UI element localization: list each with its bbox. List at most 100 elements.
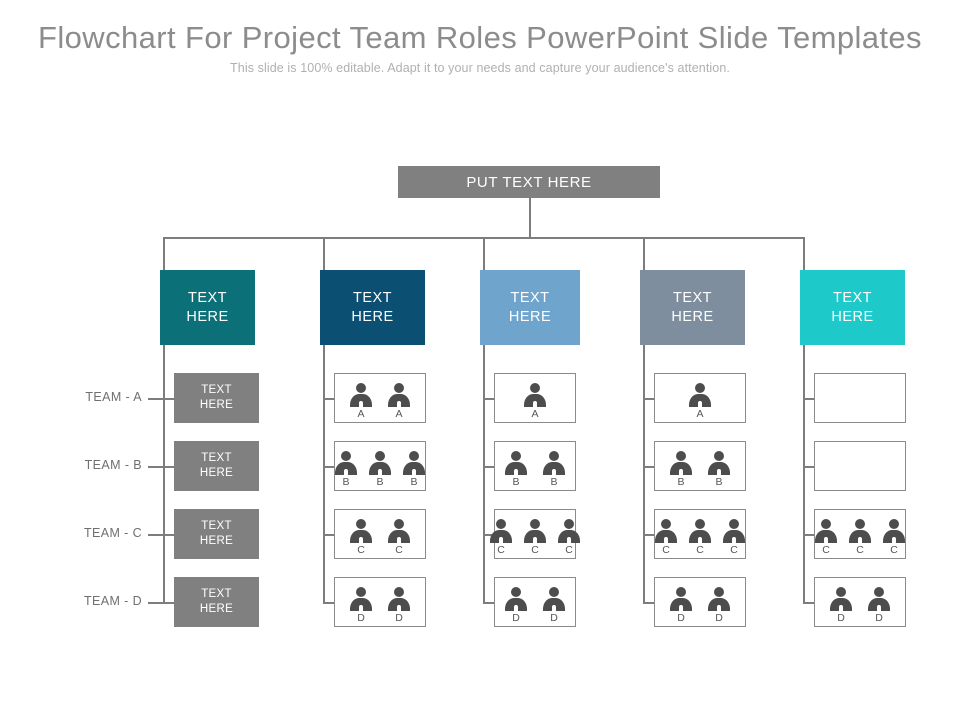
- person-label: B: [550, 476, 558, 488]
- person-label: D: [715, 612, 723, 624]
- person-glyph-icon: [668, 450, 694, 476]
- person-icon: B: [539, 450, 569, 488]
- team-stub-4: [148, 602, 163, 604]
- row-stub-3-2: [483, 466, 494, 468]
- row-stub-5-4: [803, 602, 814, 604]
- person-glyph-icon: [721, 518, 747, 544]
- person-glyph-icon: [401, 450, 427, 476]
- branch-drop-line-1: [163, 237, 165, 270]
- person-label: D: [875, 612, 883, 624]
- person-glyph-icon: [706, 586, 732, 612]
- team-label-4: TEAM - D: [83, 594, 142, 608]
- person-icon: C: [384, 518, 414, 556]
- person-icon: C: [488, 518, 514, 556]
- cell-c4-r1[interactable]: A: [654, 373, 746, 423]
- person-icon: B: [401, 450, 427, 488]
- branch-drop-line-3: [483, 237, 485, 270]
- person-label: B: [715, 476, 723, 488]
- person-label: C: [890, 544, 898, 556]
- column-header-line2: HERE: [671, 308, 714, 325]
- person-glyph-icon: [866, 586, 892, 612]
- person-glyph-icon: [333, 450, 359, 476]
- person-label: C: [662, 544, 670, 556]
- person-icon: C: [556, 518, 582, 556]
- person-glyph-icon: [348, 382, 374, 408]
- person-icon: D: [666, 586, 696, 624]
- row-stub-1-1: [163, 398, 174, 400]
- person-icon: D: [704, 586, 734, 624]
- cell-text-line1: TEXT: [201, 452, 232, 464]
- row-stub-3-3: [483, 534, 494, 536]
- cell-text-line2: HERE: [199, 603, 234, 615]
- person-glyph-icon: [706, 450, 732, 476]
- row-stub-1-3: [163, 534, 174, 536]
- column-spine-1: [163, 345, 165, 602]
- page-title: Flowchart For Project Team Roles PowerPo…: [38, 20, 922, 55]
- team-stub-1: [148, 398, 163, 400]
- person-icon: D: [864, 586, 894, 624]
- person-label: D: [512, 612, 520, 624]
- person-label: C: [531, 544, 539, 556]
- person-label: C: [565, 544, 573, 556]
- person-glyph-icon: [556, 518, 582, 544]
- cell-c5-r2[interactable]: [814, 441, 906, 491]
- root-node[interactable]: PUT TEXT HERE: [398, 166, 660, 198]
- person-glyph-icon: [687, 382, 713, 408]
- person-icon: C: [522, 518, 548, 556]
- row-stub-5-2: [803, 466, 814, 468]
- person-icon: A: [520, 382, 550, 420]
- row-stub-4-3: [643, 534, 654, 536]
- person-glyph-icon: [653, 518, 679, 544]
- person-glyph-icon: [503, 586, 529, 612]
- branch-drop-line-4: [643, 237, 645, 270]
- cell-text-line1: TEXT: [201, 384, 232, 396]
- person-label: A: [357, 408, 365, 420]
- person-glyph-icon: [881, 518, 907, 544]
- team-label-3: TEAM - C: [83, 526, 142, 540]
- person-icon: C: [687, 518, 713, 556]
- cell-c3-r1[interactable]: A: [494, 373, 576, 423]
- column-header-line1: TEXT: [510, 289, 550, 306]
- person-label: C: [730, 544, 738, 556]
- person-label: C: [497, 544, 505, 556]
- person-label: B: [512, 476, 520, 488]
- column-header-line1: TEXT: [187, 289, 228, 306]
- person-glyph-icon: [488, 518, 514, 544]
- branch-drop-line-2: [323, 237, 325, 270]
- person-glyph-icon: [687, 518, 713, 544]
- person-label: A: [531, 408, 539, 420]
- person-label: D: [395, 612, 403, 624]
- column-spine-5: [803, 345, 805, 602]
- person-icon: C: [847, 518, 873, 556]
- column-spine-3: [483, 345, 485, 602]
- person-icon: B: [704, 450, 734, 488]
- cell-c5-r1[interactable]: [814, 373, 906, 423]
- person-icon: A: [384, 382, 414, 420]
- person-glyph-icon: [348, 518, 374, 544]
- person-label: A: [395, 408, 403, 420]
- person-label: C: [357, 544, 365, 556]
- person-glyph-icon: [668, 586, 694, 612]
